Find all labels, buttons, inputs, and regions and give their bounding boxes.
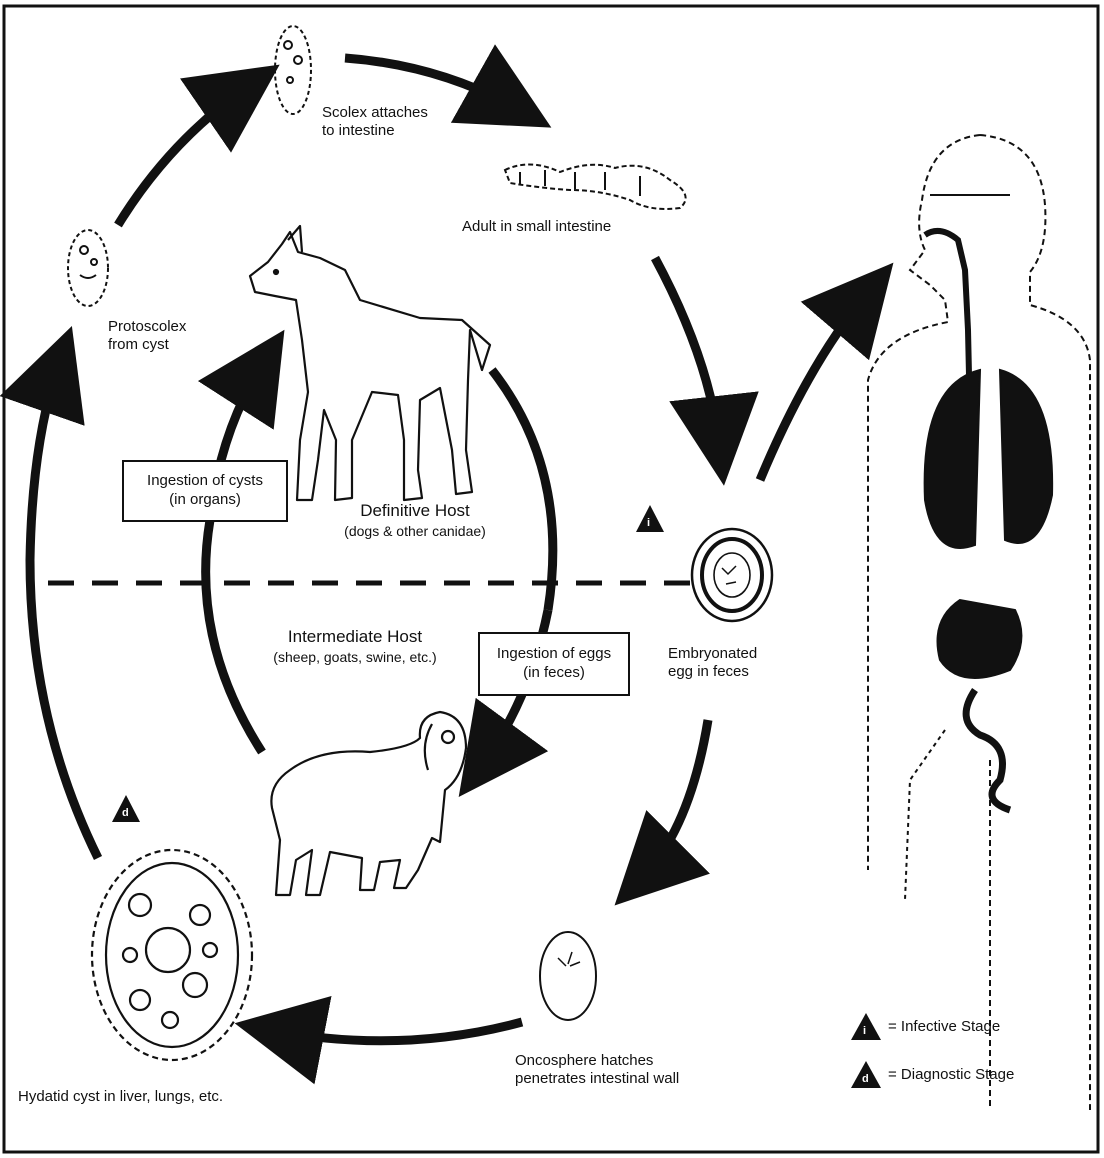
- arrow-scolex-to-adult: [345, 58, 520, 110]
- embryonated-egg-label: Embryonated egg in feces: [668, 645, 757, 681]
- protoscolex-label: Protoscolex from cyst: [108, 318, 186, 354]
- legend-diagnostic-text: = Diagnostic Stage: [888, 1066, 1014, 1084]
- oncosphere-label: Oncosphere hatches penetrates intestinal…: [515, 1052, 679, 1088]
- sheep-illustration: [271, 712, 466, 895]
- arrow-dog-to-egg-inner: [492, 370, 553, 610]
- definitive-host-label: Definitive Host (dogs & other canidae): [300, 500, 530, 540]
- definitive-host-subtitle: (dogs & other canidae): [300, 522, 530, 540]
- arrow-egg-to-human: [760, 290, 870, 480]
- legend-infective-letter: i: [863, 1025, 866, 1037]
- arrow-hydatid-to-protoscolex: [30, 360, 98, 858]
- diagnostic-marker-letter: d: [122, 807, 129, 819]
- adult-worm-illustration: [505, 164, 686, 209]
- ingestion-cysts-box: Ingestion of cysts (in organs): [122, 460, 288, 522]
- dog-illustration: [250, 226, 490, 500]
- legend-diagnostic-letter: d: [862, 1073, 869, 1085]
- arrow-oncosphere-to-hydatid: [270, 1022, 522, 1041]
- hydatid-cyst-label: Hydatid cyst in liver, lungs, etc.: [18, 1088, 223, 1106]
- adult-label: Adult in small intestine: [462, 218, 611, 236]
- arrow-sheep-to-dog: [206, 360, 265, 752]
- arrow-adult-to-egg: [655, 258, 720, 450]
- human-illustration: [868, 135, 1090, 1110]
- scolex-label: Scolex attaches to intestine: [322, 104, 428, 140]
- intermediate-host-label: Intermediate Host (sheep, goats, swine, …: [240, 626, 470, 666]
- definitive-host-title: Definitive Host: [360, 501, 470, 520]
- intermediate-host-title: Intermediate Host: [288, 627, 422, 646]
- arrow-egg-to-oncosphere: [640, 720, 708, 880]
- protoscolex-illustration: [68, 230, 108, 306]
- legend-infective-text: = Infective Stage: [888, 1018, 1000, 1036]
- oncosphere-illustration: [540, 932, 596, 1020]
- hydatid-cyst-illustration: [92, 850, 252, 1060]
- scolex-illustration: [275, 26, 311, 114]
- embryonated-egg-illustration: [692, 529, 772, 621]
- infective-marker-letter: i: [647, 517, 650, 529]
- arrow-protoscolex-to-scolex: [118, 85, 250, 225]
- intermediate-host-subtitle: (sheep, goats, swine, etc.): [240, 648, 470, 666]
- ingestion-eggs-box: Ingestion of eggs (in feces): [478, 632, 630, 696]
